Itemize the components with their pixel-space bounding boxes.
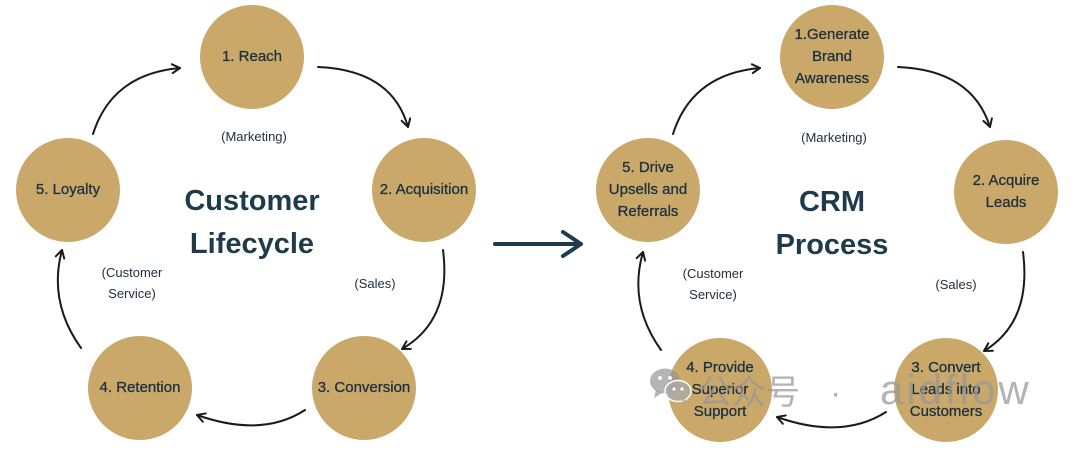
cycle-arrow-conversion-to-retention	[196, 409, 306, 427]
stage-drive-upsells: 5. Drive Upsells and Referrals	[596, 138, 700, 242]
transition-arrow-head	[561, 230, 583, 258]
cycle-arrow-loyalty-to-reach	[92, 63, 181, 135]
title-line: Customer	[184, 185, 320, 217]
phase-label-sales: (Sales)	[310, 273, 440, 294]
cycle-arrow-leads-to-customers	[983, 251, 1026, 352]
stage-generate-brand-awareness: 1.Generate Brand Awareness	[780, 5, 884, 109]
stage-label: 2. Acquire	[972, 172, 1040, 189]
phase-text: (Sales)	[354, 276, 396, 291]
stage-label: 2. Acquisition	[379, 181, 469, 198]
cycle-title: CRM Process	[722, 181, 942, 267]
watermark-separator: ·	[830, 374, 842, 412]
stage-label: Awareness	[795, 70, 869, 87]
stage-label: 4. Provide	[686, 359, 754, 376]
cycle-arrow-awareness-to-leads	[897, 66, 993, 128]
watermark-name: aidflow	[880, 366, 1032, 413]
stage-retention: 4. Retention	[88, 336, 192, 440]
wechat-icon	[650, 368, 692, 404]
watermark-label: 公众号	[698, 374, 800, 412]
stage-label: Customers	[909, 403, 983, 420]
title-line: Lifecycle	[189, 228, 315, 260]
cycle-arrow-acquisition-to-conversion	[401, 249, 446, 350]
title-line: Process	[775, 229, 889, 261]
title-line: CRM	[798, 186, 866, 218]
cycle-arrow-retention-to-loyalty	[54, 249, 82, 349]
stage-label: 4. Retention	[99, 379, 181, 396]
stage-label: Leads	[985, 194, 1027, 211]
cycle-arrow-support-to-referrals	[635, 251, 662, 351]
phase-label-sales: (Sales)	[891, 274, 1021, 295]
cycle-arrow-reach-to-acquisition	[317, 66, 412, 128]
cycle-arrow-customers-to-support	[776, 411, 887, 429]
phase-text: Service)	[108, 286, 156, 301]
stage-acquisition: 2. Acquisition	[372, 138, 476, 242]
phase-text: (Marketing)	[221, 129, 287, 144]
phase-text: (Sales)	[935, 277, 977, 292]
phase-label-marketing: (Marketing)	[189, 126, 319, 147]
stage-label: Referrals	[617, 203, 679, 220]
stage-label: 1.Generate	[794, 26, 870, 43]
stage-label: Leads into	[911, 381, 981, 398]
phase-text: (Customer	[682, 266, 744, 281]
stage-label: Upsells and	[608, 181, 688, 198]
phase-text: (Customer	[101, 265, 163, 280]
stage-reach: 1. Reach	[200, 5, 304, 109]
stage-label: Superior	[691, 381, 749, 398]
stage-label: 3. Convert	[911, 359, 981, 376]
stage-label: Support	[693, 403, 747, 420]
phase-label-marketing: (Marketing)	[769, 127, 899, 148]
phase-label-customer-service: (Customer Service)	[648, 263, 778, 305]
stage-conversion: 3. Conversion	[312, 336, 416, 440]
cycle-arrow-referrals-to-awareness	[672, 63, 761, 135]
phase-label-customer-service: (Customer Service)	[67, 262, 197, 304]
stage-label: 1. Reach	[221, 48, 283, 65]
cycle-title: Customer Lifecycle	[142, 180, 362, 266]
stage-label: 5. Loyalty	[35, 181, 101, 198]
phase-text: Service)	[689, 287, 737, 302]
phase-text: (Marketing)	[801, 130, 867, 145]
stage-convert-leads: 3. Convert Leads into Customers	[894, 338, 998, 442]
stage-label: 5. Drive	[622, 159, 674, 176]
stage-acquire-leads: 2. Acquire Leads	[954, 140, 1058, 244]
stage-label: Brand	[811, 48, 853, 65]
stage-label: 3. Conversion	[317, 379, 411, 396]
stage-loyalty: 5. Loyalty	[16, 138, 120, 242]
long-right-arrow-icon	[493, 230, 583, 258]
